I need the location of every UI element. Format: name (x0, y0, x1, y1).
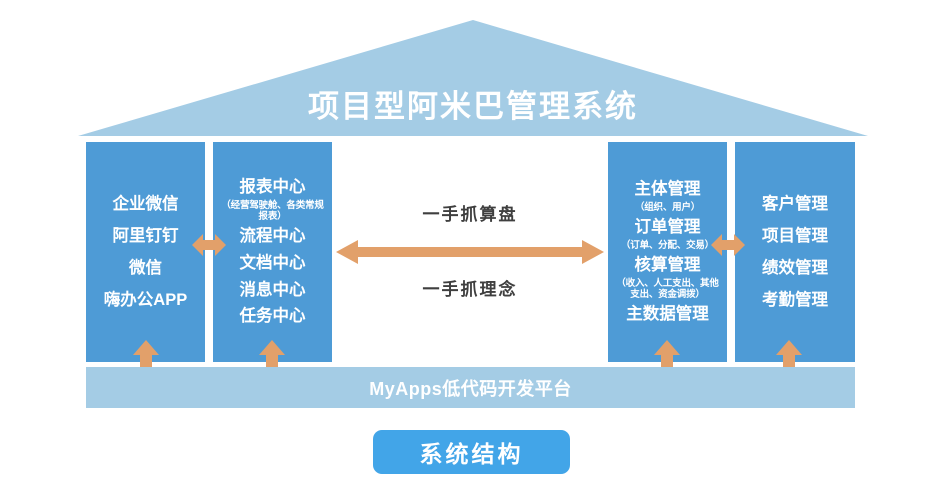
column-item-label: 报表中心 (239, 178, 306, 196)
list-item: 项目管理 (739, 220, 851, 252)
column-item-label: 项目管理 (762, 226, 828, 245)
column-core-management[interactable]: 主体管理 （组织、用户） 订单管理 （订单、分配、交易） 核算管理 （收入、人工… (608, 142, 727, 362)
list-item: 企业微信 (90, 188, 201, 220)
list-item: 考勤管理 (739, 284, 851, 316)
list-item: 核算管理 （收入、人工支出、其他支出、资金调拨） (612, 252, 723, 301)
column-center-services[interactable]: 报表中心 （经营驾驶舱、各类常规报表） 流程中心 文档中心 消息中心 任务中心 (213, 142, 332, 362)
list-item: 订单管理 （订单、分配、交易） (612, 214, 723, 252)
column-item-label: 客户管理 (762, 194, 828, 213)
list-item: 流程中心 (217, 223, 328, 250)
list-item: 消息中心 (217, 277, 328, 304)
column-front-end-channels[interactable]: 企业微信 阿里钉钉 微信 嗨办公APP (86, 142, 205, 362)
column-item-label: 文档中心 (239, 253, 306, 272)
column-item-label: 考勤管理 (762, 291, 828, 310)
column-item-subtitle: （组织、用户） (634, 201, 701, 213)
platform-bar[interactable]: MyApps低代码开发平台 (86, 367, 855, 408)
column-item-label: 任务中心 (239, 307, 306, 326)
list-item: 主数据管理 (612, 301, 723, 328)
arrow-up-icon-2 (259, 340, 285, 378)
arrow-up-icon-1 (133, 340, 159, 378)
diagram-title: 项目型阿米巴管理系统 (308, 88, 638, 124)
caption-label: 系统结构 (419, 441, 524, 467)
list-item: 报表中心 （经营驾驶舱、各类常规报表） (217, 174, 328, 223)
center-panel: 一手抓算盘 一手抓理念 (332, 142, 608, 362)
column-item-subtitle: （经营驾驶舱、各类常规报表） (221, 199, 324, 222)
column-item-label: 流程中心 (239, 227, 306, 246)
column-item-subtitle: （订单、分配、交易） (620, 239, 714, 251)
center-top-label: 一手抓算盘 (422, 205, 518, 224)
list-item: 绩效管理 (739, 252, 851, 284)
column-item-label: 主体管理 (634, 180, 701, 199)
list-item: 客户管理 (739, 188, 851, 220)
column-item-label: 消息中心 (239, 280, 306, 299)
center-bottom-label: 一手抓理念 (422, 280, 518, 299)
caption-button[interactable]: 系统结构 (373, 430, 570, 474)
column-item-label: 主数据管理 (626, 305, 709, 324)
column-item-label: 阿里钉钉 (112, 226, 179, 245)
list-item: 微信 (90, 252, 201, 284)
list-item: 嗨办公APP (90, 284, 201, 316)
column-item-label: 企业微信 (112, 194, 179, 213)
double-arrow-horizontal-icon-right (711, 232, 745, 258)
list-item: 文档中心 (217, 250, 328, 277)
column-item-label: 绩效管理 (762, 259, 828, 277)
column-item-label: 核算管理 (634, 256, 701, 274)
column-item-label: 微信 (129, 259, 162, 277)
list-item: 阿里钉钉 (90, 220, 201, 252)
column-item-subtitle: （收入、人工支出、其他支出、资金调拨） (616, 277, 719, 300)
column-business-management[interactable]: 客户管理 项目管理 绩效管理 考勤管理 (735, 142, 855, 362)
list-item: 任务中心 (217, 303, 328, 330)
double-arrow-horizontal-icon (336, 239, 604, 265)
arrow-up-icon-4 (776, 340, 802, 378)
column-item-label: 嗨办公APP (103, 291, 188, 310)
arrow-up-icon-3 (654, 340, 680, 378)
platform-label: MyApps低代码开发平台 (369, 378, 572, 399)
list-item: 主体管理 （组织、用户） (612, 176, 723, 214)
double-arrow-horizontal-icon-left (192, 232, 226, 258)
roof: 项目型阿米巴管理系统 (78, 20, 868, 136)
column-item-label: 订单管理 (634, 218, 701, 237)
